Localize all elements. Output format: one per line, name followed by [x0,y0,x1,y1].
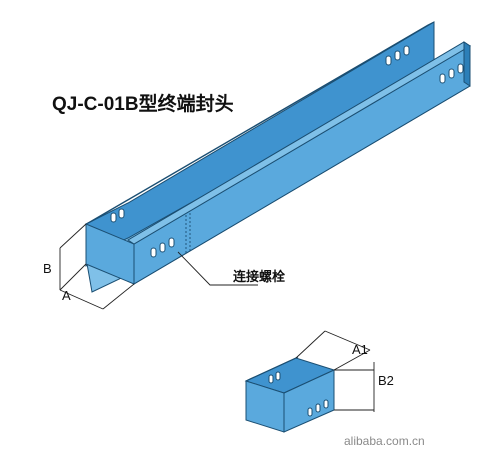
slot [159,242,166,253]
slot [307,407,313,417]
slot [394,50,401,61]
tray-front-wall [133,45,471,285]
end-cap-detail [244,356,336,433]
tray-back-wall [85,21,435,267]
dimension-b2: B2 [334,362,394,412]
dim-b2-label: B2 [378,373,394,388]
tray-fold-line [127,41,465,241]
slot [168,237,175,248]
slot [448,68,455,79]
slot [150,247,157,258]
dim-b-label: B [43,261,52,276]
dimension-a1: A1 [295,330,371,371]
slot [439,73,446,84]
slot [457,63,464,74]
tray-fold-line [91,24,429,222]
watermark: alibaba.com.cn [344,434,425,448]
dimension-b: B [43,223,87,291]
diagram-title: QJ-C-01B型终端封头 [52,92,234,115]
bolt-label: 连接螺栓 [233,269,285,284]
cable-tray-main [85,21,471,293]
cap-fold-line [283,369,335,394]
slot-group [110,208,125,223]
bolt-callout: 连接螺栓 [177,251,285,286]
slot-group [439,63,464,84]
dimension-a: A [59,283,135,310]
tray-front-lip [127,41,471,245]
slot-group [385,45,410,66]
slot [268,374,274,384]
slot [315,403,321,413]
cap-lip [245,356,299,382]
slot [118,208,125,219]
slot [110,212,117,223]
slot [403,45,410,56]
dim-a-label: A [62,288,71,303]
tray-end-face [463,41,471,87]
dim-a1-label: A1 [352,342,368,357]
slot [323,399,329,409]
slot [275,371,281,381]
slot [385,55,392,66]
slot-group [150,237,175,258]
